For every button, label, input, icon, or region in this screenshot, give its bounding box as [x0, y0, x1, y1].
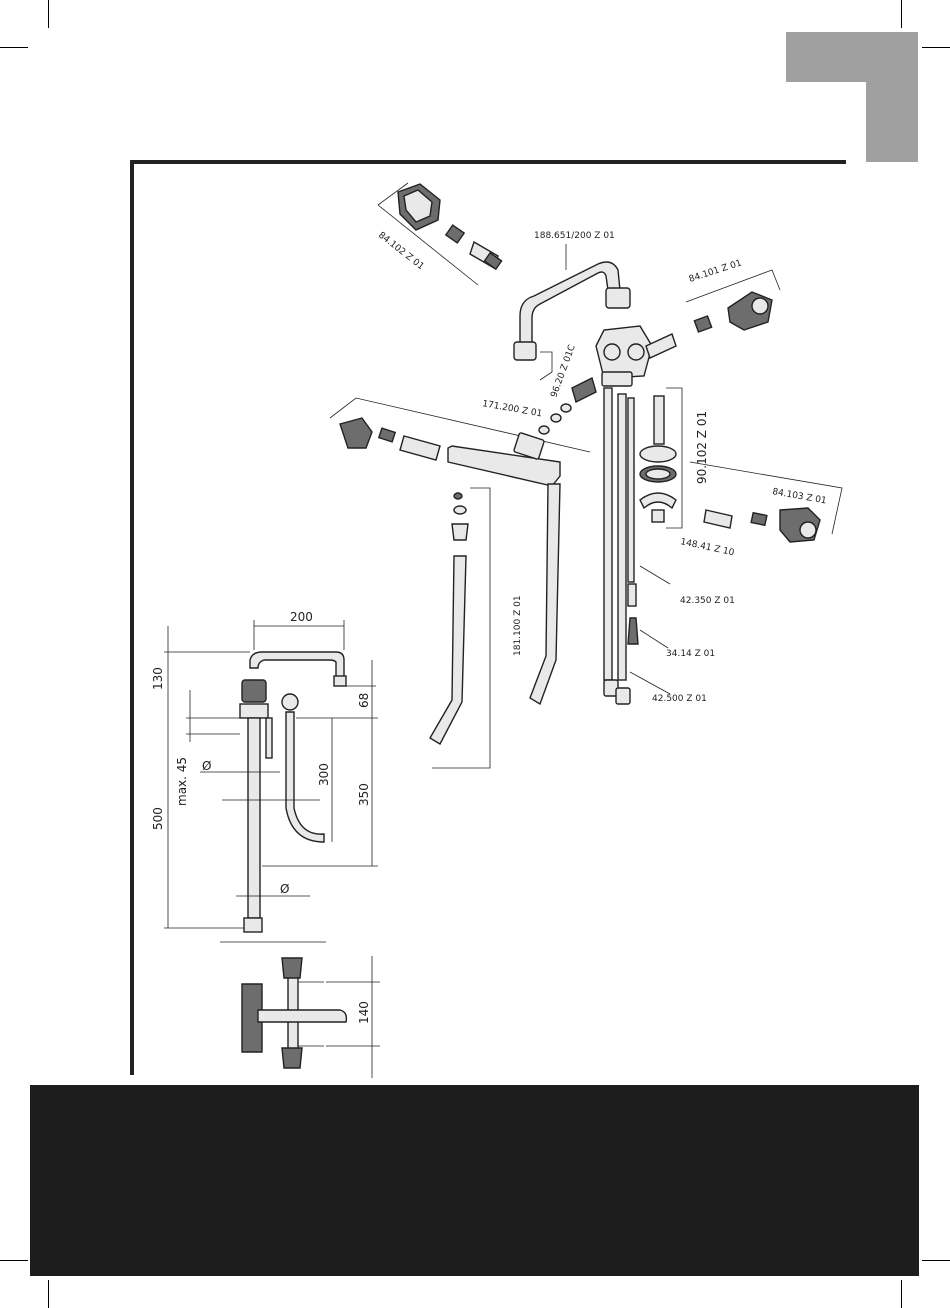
label-34-14: 34.14 Z 01: [666, 649, 715, 659]
dim-500: 500: [151, 807, 165, 830]
label-188-651: 188.651/200 Z 01: [534, 231, 615, 241]
dim-diameter-1: Ø: [202, 759, 211, 773]
dim-350: 350: [357, 783, 371, 806]
knob-top-part: 84.102 Z 01: [376, 183, 501, 285]
valve-body-part: [596, 316, 712, 386]
dim-68: 68: [357, 693, 371, 708]
top-view-drawing: 140: [242, 956, 380, 1078]
dim-130: 130: [151, 667, 165, 690]
dim-140: 140: [357, 1001, 371, 1024]
dim-diameter-2: Ø: [280, 882, 289, 896]
dim-300: 300: [317, 763, 331, 786]
washer-set-part: 96.20 Z 01C: [539, 344, 596, 434]
label-148-41: 148.41 Z 10: [679, 537, 735, 558]
lower-spout-part: 171.200 Z 01: [330, 398, 590, 486]
label-84-103: 84.103 Z 01: [771, 487, 827, 506]
label-84-101: 84.101 Z 01: [688, 258, 743, 284]
dim-max-45: max. 45: [175, 757, 189, 806]
rod-set-part: 90.102 Z 01: [640, 388, 709, 528]
label-171-200: 171.200 Z 01: [481, 399, 542, 419]
riser-pipe-part: 181.100 Z 01: [430, 484, 560, 768]
label-42-350: 42.350 Z 01: [680, 596, 735, 606]
label-90-102: 90.102 Z 01: [695, 411, 709, 484]
dimension-drawing: 200 130 68 max. 45 Ø 500 300 350: [151, 610, 378, 942]
footer-band: [30, 1085, 919, 1276]
label-42-500: 42.500 Z 01: [652, 694, 707, 704]
dim-200: 200: [290, 610, 313, 624]
label-181-100: 181.100 Z 01: [513, 595, 523, 656]
